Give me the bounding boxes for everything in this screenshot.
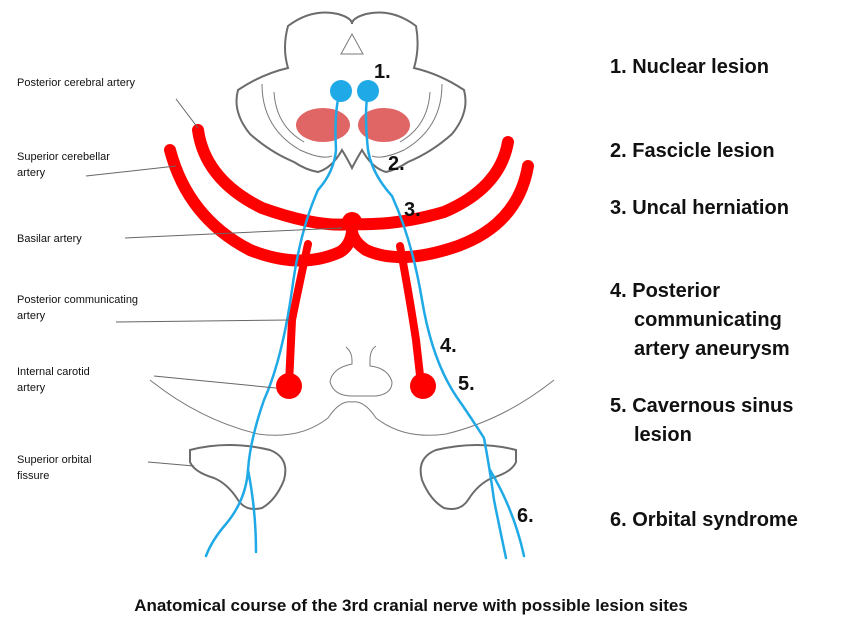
site-number-6: 6. xyxy=(517,505,534,527)
leader-superior-cerebellar xyxy=(85,165,177,177)
skull-base-outline xyxy=(149,379,555,436)
site-number-1: 1. xyxy=(374,61,391,83)
internal-carotid-artery-left xyxy=(276,373,302,399)
leader-superior-orbital-fissure xyxy=(147,461,195,467)
arteries xyxy=(164,124,534,399)
legend-item-3: 3. Uncal herniation xyxy=(610,197,789,219)
superior-cerebellar-artery-left xyxy=(164,144,358,267)
cerebral-aqueduct xyxy=(340,32,364,55)
legend-item-2: 2. Fascicle lesion xyxy=(610,140,775,162)
skull-base xyxy=(149,345,555,436)
label-posterior-cerebral-artery: Posterior cerebral artery xyxy=(17,77,135,89)
leader-posterior-cerebral xyxy=(175,98,199,129)
label-superior-orbital-fissure-line2: fissure xyxy=(17,470,49,482)
oculomotor-nerve-right xyxy=(364,90,508,560)
site-number-5: 5. xyxy=(458,373,475,395)
cerebral-peduncle-line-left xyxy=(261,83,333,158)
red-nucleus-right xyxy=(358,108,410,142)
superior-orbital-fissures xyxy=(189,444,517,510)
site-number-3: 3. xyxy=(404,199,421,221)
cerebral-peduncle-line-left-inner xyxy=(273,91,305,143)
legend-item-4-line3: artery aneurysm xyxy=(634,338,790,360)
legend-item-5-line1: 5. Cavernous sinus xyxy=(610,395,793,417)
lesion-legend: 1. Nuclear lesion 2. Fascicle lesion 3. … xyxy=(610,56,798,531)
oculomotor-nerve-right-branch xyxy=(488,468,526,558)
site-number-4: 4. xyxy=(440,335,457,357)
superior-orbital-fissure-right xyxy=(419,444,517,510)
posterior-communicating-artery-right xyxy=(396,242,425,388)
legend-item-5-line2: lesion xyxy=(634,424,692,446)
label-basilar-artery: Basilar artery xyxy=(17,233,82,245)
leader-posterior-communicating xyxy=(115,319,291,323)
red-nucleus-left xyxy=(296,108,350,142)
posterior-cerebral-artery-right xyxy=(346,136,514,231)
legend-item-6: 6. Orbital syndrome xyxy=(610,509,798,531)
superior-orbital-fissure-left xyxy=(189,444,287,510)
label-superior-cerebellar-artery-line2: artery xyxy=(17,167,46,179)
oculomotor-nerves xyxy=(204,90,526,560)
legend-item-4-line2: communicating xyxy=(634,309,782,331)
oculomotor-nucleus-left xyxy=(330,80,352,102)
label-superior-cerebellar-artery-line1: Superior cerebellar xyxy=(17,151,110,163)
oculomotor-nucleus-right xyxy=(357,80,379,102)
label-internal-carotid-artery-line2: artery xyxy=(17,382,46,394)
internal-carotid-artery-right xyxy=(410,373,436,399)
basilar-artery-junction xyxy=(342,212,362,232)
posterior-communicating-artery-left xyxy=(285,240,312,388)
superior-cerebellar-artery-right xyxy=(346,160,534,264)
label-posterior-communicating-artery-line2: artery xyxy=(17,310,46,322)
leader-lines xyxy=(85,98,343,467)
label-posterior-communicating-artery-line1: Posterior communicating xyxy=(17,294,138,306)
sella-turcica xyxy=(329,345,393,397)
lesion-site-numbers: 1. 2. 3. 4. 5. 6. xyxy=(374,61,534,527)
cerebral-peduncle-line-right xyxy=(371,83,443,158)
cerebral-peduncle-line-right-inner xyxy=(399,91,431,143)
label-internal-carotid-artery-line1: Internal carotid xyxy=(17,366,90,378)
legend-item-4-line1: 4. Posterior xyxy=(610,280,720,302)
anatomy-labels: Posterior cerebral artery Superior cereb… xyxy=(17,77,138,482)
oculomotor-nerve-left-branch xyxy=(246,468,258,554)
legend-item-1: 1. Nuclear lesion xyxy=(610,56,769,78)
label-superior-orbital-fissure-line1: Superior orbital xyxy=(17,454,92,466)
posterior-cerebral-artery-left xyxy=(192,124,358,231)
leader-internal-carotid xyxy=(153,375,277,389)
figure-caption: Anatomical course of the 3rd cranial ner… xyxy=(134,596,688,615)
leader-basilar xyxy=(124,227,343,239)
oculomotor-nerve-left xyxy=(204,90,342,558)
site-number-2: 2. xyxy=(388,153,405,175)
